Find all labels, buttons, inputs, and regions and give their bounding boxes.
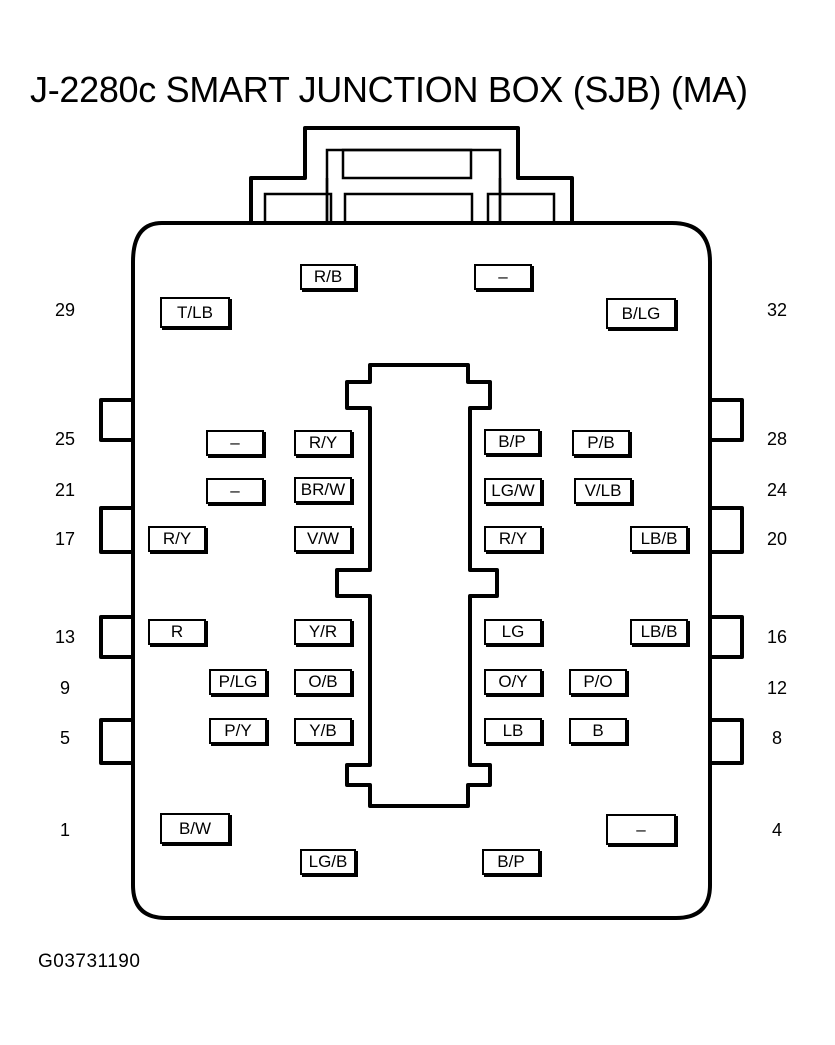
cavity-number-32: 32	[766, 300, 788, 320]
cavity-25-empty: –	[206, 430, 264, 456]
cavity-r-y-inner: R/Y	[484, 526, 542, 552]
left-latch-lower	[99, 615, 133, 659]
cavity-lb: LB	[484, 718, 542, 744]
center-keyway	[335, 363, 499, 808]
cavity-y-r: Y/R	[294, 619, 352, 645]
cavity-number-4: 4	[771, 820, 782, 840]
cavity-r-b: R/B	[300, 264, 356, 290]
cavity-number-8: 8	[771, 728, 782, 748]
tab-window-left	[263, 192, 333, 225]
cavity-24-v-lb: V/LB	[574, 478, 632, 504]
cavity-5-p-y: P/Y	[209, 718, 267, 744]
tab-window-center	[343, 192, 474, 225]
right-latch-upper	[710, 398, 744, 442]
cavity-o-y: O/Y	[484, 669, 542, 695]
figure-id: G03731190	[38, 951, 141, 972]
cavity-4-empty: –	[606, 814, 676, 845]
cavity-21-empty: –	[206, 478, 264, 504]
diagram-title: J-2280c SMART JUNCTION BOX (SJB) (MA)	[30, 69, 748, 110]
cavity-number-25: 25	[54, 429, 76, 449]
cavity-number-9: 9	[59, 678, 70, 698]
cavity-number-20: 20	[766, 529, 788, 549]
cavity-v-w: V/W	[294, 526, 352, 552]
cavity-br-w: BR/W	[294, 477, 352, 503]
cavity-12-p-o: P/O	[569, 669, 627, 695]
tab-window-top	[341, 148, 473, 180]
tab-inner-outline	[325, 148, 502, 223]
cavity-number-1: 1	[59, 820, 70, 840]
right-latch-lower	[710, 615, 744, 659]
left-latch-bottom	[99, 718, 133, 765]
cavity-number-28: 28	[766, 429, 788, 449]
cavity-number-12: 12	[766, 678, 788, 698]
right-latch-mid	[710, 506, 744, 554]
cavity-lg: LG	[484, 619, 542, 645]
cavity-13-r: R	[148, 619, 206, 645]
cavity-r-y-row25: R/Y	[294, 430, 352, 456]
cavity-number-17: 17	[54, 529, 76, 549]
cavity-number-13: 13	[54, 627, 76, 647]
tab-window-right	[486, 192, 556, 225]
cavity-28-p-b: P/B	[572, 430, 630, 456]
cavity-b-p-row25: B/P	[484, 429, 540, 455]
left-latch-upper	[99, 398, 133, 442]
left-latch-mid	[99, 506, 133, 554]
cavity-16-lb-b: LB/B	[630, 619, 688, 645]
cavity-lg-b: LG/B	[300, 849, 356, 875]
cavity-8-b: B	[569, 718, 627, 744]
cavity-b-p-bottom: B/P	[482, 849, 540, 875]
cavity-9-p-lg: P/LG	[209, 669, 267, 695]
locking-tab	[249, 126, 574, 223]
cavity-20-lb-b: LB/B	[630, 526, 688, 552]
cavity-17-r-y: R/Y	[148, 526, 206, 552]
cavity-32-b-lg: B/LG	[606, 298, 676, 329]
cavity-number-29: 29	[54, 300, 76, 320]
cavity-y-b: Y/B	[294, 718, 352, 744]
cavity-number-5: 5	[59, 728, 70, 748]
cavity-number-24: 24	[766, 480, 788, 500]
cavity-1-b-w: B/W	[160, 813, 230, 844]
cavity-o-b: O/B	[294, 669, 352, 695]
right-latch-bottom	[710, 718, 744, 765]
connector-body	[131, 221, 712, 920]
cavity-number-16: 16	[766, 627, 788, 647]
cavity-empty-top: –	[474, 264, 532, 290]
cavity-lg-w: LG/W	[484, 478, 542, 504]
cavity-number-21: 21	[54, 480, 76, 500]
cavity-29-t-lb: T/LB	[160, 297, 230, 328]
